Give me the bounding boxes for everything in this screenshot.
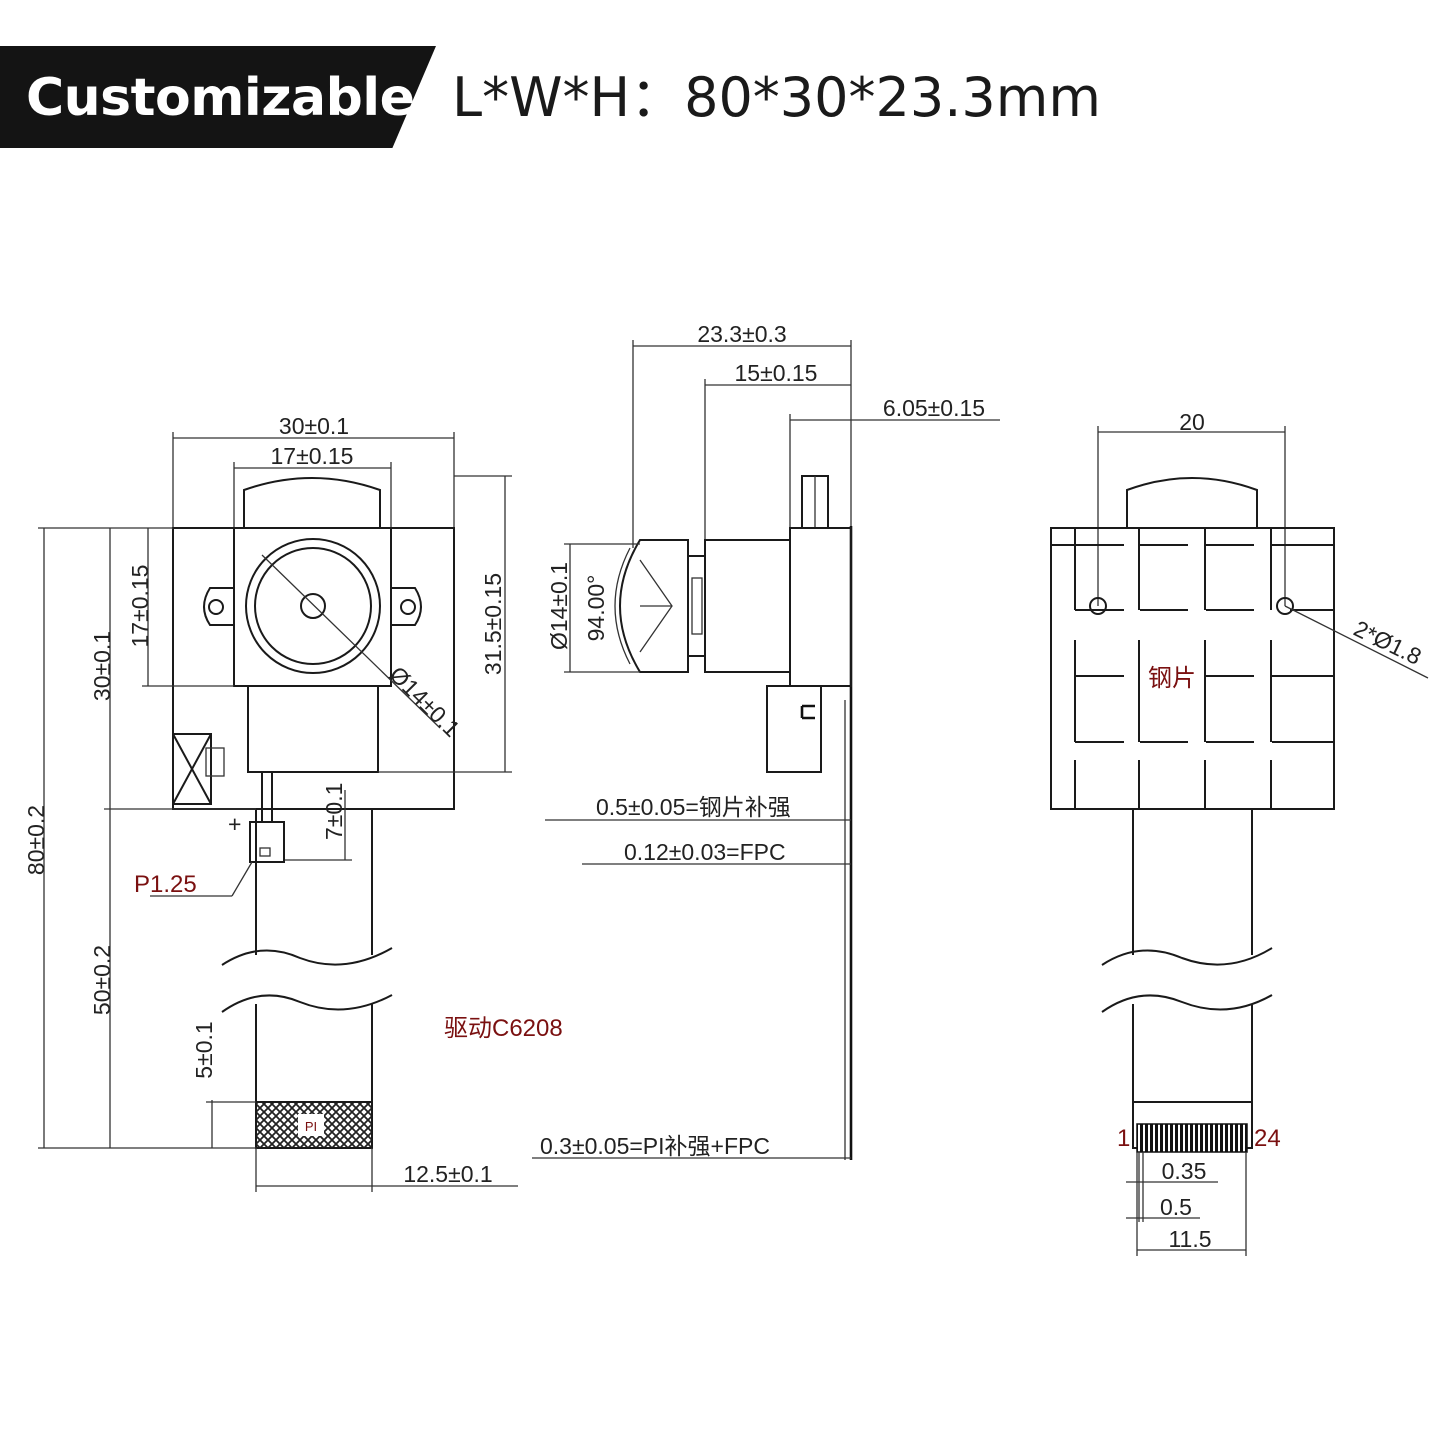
connector-label: P1.25 [134, 871, 197, 898]
steel-plate-label: 钢片 [1148, 665, 1196, 692]
dim-hole-spacing: 20 [1179, 409, 1205, 435]
dim-hole-dia: 2*Ø1.8 [1350, 615, 1426, 670]
customizable-badge [0, 46, 436, 148]
dim-connector-offset: 7±0.1 [321, 783, 347, 840]
pin-end-label: 24 [1254, 1125, 1281, 1152]
dim-side-lens-dia: Ø14±0.1 [546, 562, 572, 650]
dim-body-height: 30±0.1 [89, 631, 115, 701]
pin-start-label: 1 [1117, 1125, 1130, 1152]
dim-side-total: 23.3±0.3 [697, 321, 786, 347]
dim-side-short: 6.05±0.15 [883, 395, 985, 421]
note-steel-stiffener: 0.5±0.05=钢片补强 [596, 794, 791, 820]
dim-front-width: 30±0.1 [279, 413, 349, 439]
dim-total-length: 80±0.2 [23, 805, 49, 875]
dim-lens-height: 17±0.15 [127, 565, 153, 648]
dim-side-mid: 15±0.15 [735, 360, 818, 386]
dim-connector-width: 11.5 [1168, 1226, 1211, 1252]
dim-pin-width: 0.5 [1160, 1194, 1192, 1220]
dim-right-height: 31.5±0.15 [480, 573, 506, 675]
back-view: 20 2*Ø1.8 钢片 1 24 [1050, 409, 1429, 1256]
side-view: 23.3±0.3 15±0.15 6.05±0.15 Ø14±0.1 [532, 321, 1000, 1160]
dim-side-fov: 94.00° [583, 575, 609, 642]
dimensions-title: L*W*H：80*30*23.3mm [452, 66, 1101, 129]
header: Customizable L*W*H：80*30*23.3mm [0, 0, 1440, 200]
customizable-label: Customizable [26, 68, 415, 128]
note-pi-stiffener: 0.3±0.05=PI补强+FPC [540, 1133, 770, 1159]
pin-label: PI [305, 1119, 317, 1134]
dim-fpc-length: 50±0.2 [89, 945, 115, 1015]
driver-label: 驱动C6208 [444, 1015, 563, 1042]
dim-front-lens-width: 17±0.15 [271, 443, 354, 469]
note-fpc: 0.12±0.03=FPC [624, 839, 786, 865]
dim-fpc-width: 12.5±0.1 [403, 1161, 492, 1187]
front-view: 30±0.1 17±0.15 Ø14±0.1 [23, 413, 563, 1192]
dim-stiffener: 5±0.1 [191, 1021, 217, 1078]
dim-pin-pitch: 0.35 [1162, 1158, 1207, 1184]
connector-pin-mark: + [228, 811, 241, 837]
